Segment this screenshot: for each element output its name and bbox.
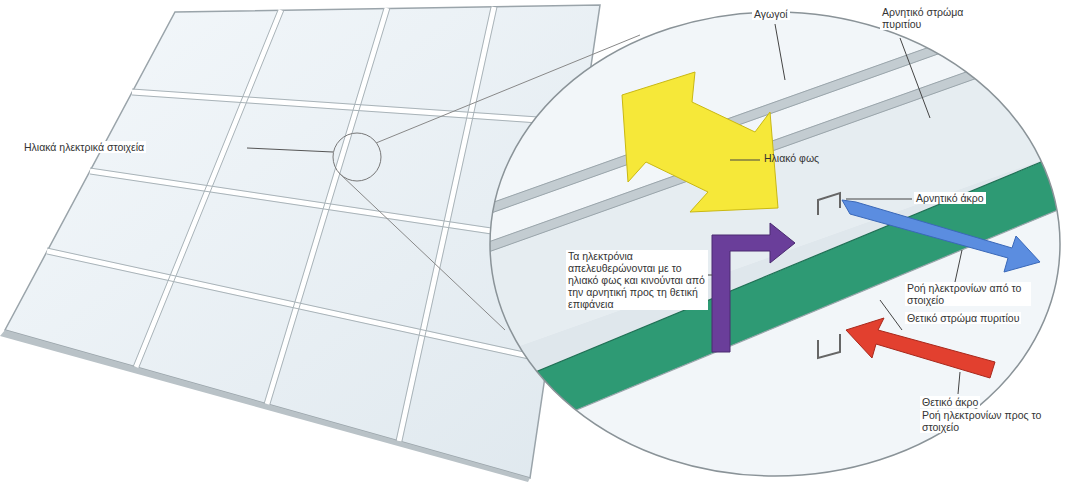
magnify-leader (340, 174, 505, 330)
callout-label: Θετικό στρώμα πυριτίου (905, 312, 1021, 324)
callout-label: Ροή ηλεκτρονίων από το στοιχείο (905, 282, 1031, 306)
negative-contact (818, 193, 840, 215)
callout-label: Τα ηλεκτρόνια απελευθερώνονται με το ηλι… (566, 250, 708, 310)
callout-label: Θετικό άκρο (920, 396, 980, 408)
callout-label: Ηλιακό φως (762, 152, 821, 164)
electron-out-arrow (842, 200, 1040, 272)
panel-edge (0, 330, 530, 482)
lens-outline (490, 12, 1060, 476)
positive-contact (818, 334, 840, 358)
callout-label: Αγωγοί (752, 8, 790, 20)
leader-lines (705, 24, 962, 394)
sunlight-arrow (622, 72, 778, 212)
callout-label: Αρνητικό άκρο (914, 192, 986, 204)
callout-label: Ηλιακά ηλεκτρικά στοιχεία (22, 141, 146, 153)
leader-line (247, 148, 333, 152)
electron-in-arrow (846, 318, 995, 378)
callout-label: Αρνητικό στρώμα πυριτίου (880, 6, 1006, 30)
callout-label: Ροή ηλεκτρονίων προς το στοιχείο (920, 409, 1064, 433)
electron-path-arrow (712, 223, 795, 352)
